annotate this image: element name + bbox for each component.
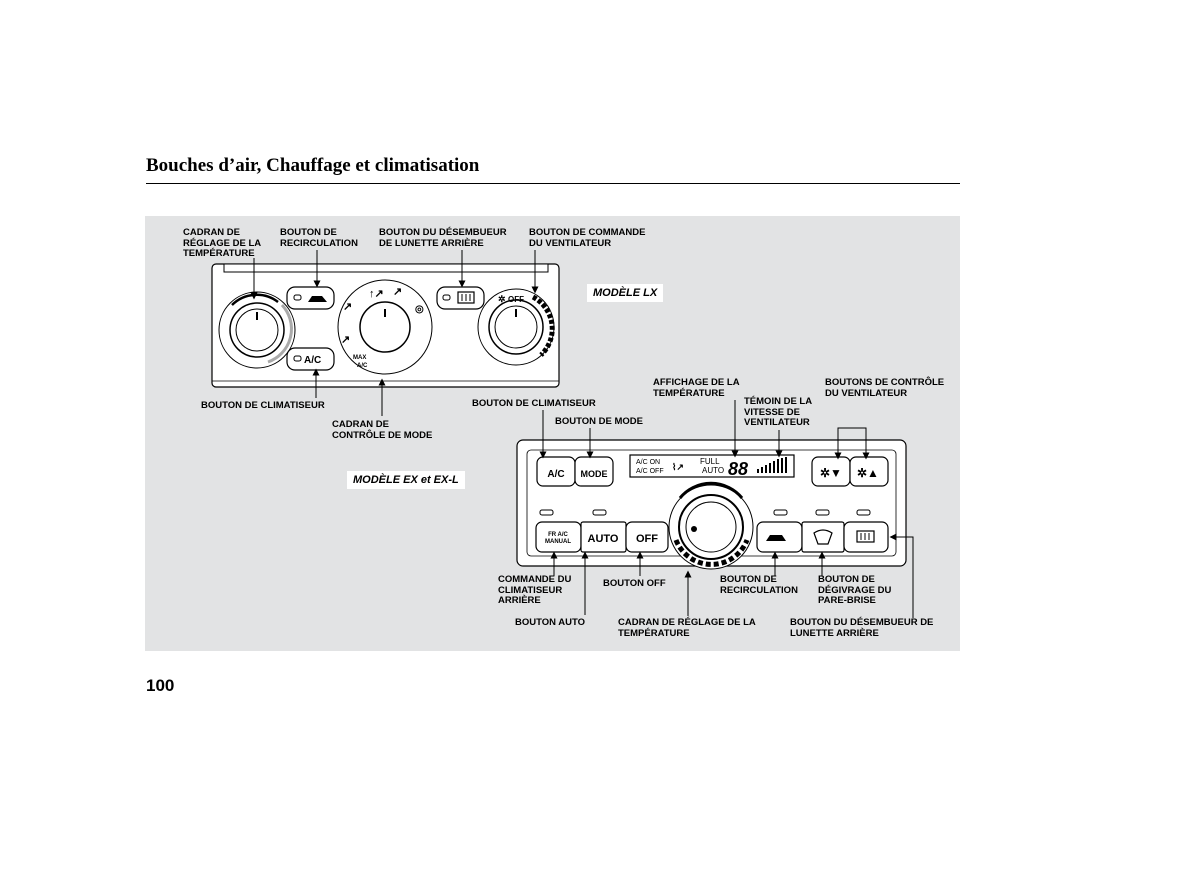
ex-display-mode-icon: ⌇↗: [672, 462, 684, 472]
ex-windshield-defrost-label: BOUTON DE DÉGIVRAGE DU PARE-BRISE: [818, 574, 892, 606]
ex-display-ac-off: A/C OFF: [636, 468, 664, 475]
svg-text:↗: ↗: [341, 334, 350, 346]
ex-off-button-label: OFF: [636, 533, 658, 545]
lx-mode-max-ac-label: A/C: [357, 363, 368, 369]
lx-mode-dial: ↑↗ ↗ ↗ ↗ ◎: [337, 279, 433, 375]
ex-display-digits: 88: [728, 459, 748, 479]
lx-recirculation-label: BOUTON DE RECIRCULATION: [280, 227, 358, 249]
lx-temperature-dial: [218, 291, 296, 369]
ex-rear-defrost-label: BOUTON DU DÉSEMBUEUR DE LUNETTE ARRIÈRE: [790, 617, 934, 639]
lx-rear-defrost-label: BOUTON DU DÉSEMBUEUR DE LUNETTE ARRIÈRE: [379, 227, 507, 249]
ex-rear-ac-line1: FR A/C: [548, 532, 568, 538]
lx-mode-max-label: MAX: [353, 355, 366, 361]
lx-ac-button-label: A/C: [304, 355, 321, 366]
lx-fan-off-label: OFF: [508, 295, 524, 304]
ex-windshield-defrost-button: [801, 521, 845, 553]
ex-mode-button: [574, 456, 614, 487]
lx-fan-control-label: BOUTON DE COMMANDE DU VENTILATEUR: [529, 227, 646, 249]
page-number: 100: [146, 676, 175, 695]
ex-mode-button-label: MODE: [581, 469, 608, 479]
svg-text:✲: ✲: [498, 294, 506, 304]
ex-off-label: BOUTON OFF: [603, 578, 666, 589]
lx-model-badge: MODÈLE LX: [587, 284, 664, 302]
svg-text:↑↗: ↑↗: [369, 288, 384, 300]
ex-fan-speed-indicator-label: TÉMOIN DE LA VITESSE DE VENTILATEUR: [744, 396, 813, 428]
lx-temperature-dial-label: CADRAN DE RÉGLAGE DE LA TEMPÉRATURE: [183, 227, 262, 259]
ex-ac-label: BOUTON DE CLIMATISEUR: [472, 398, 596, 409]
ex-temperature-display-label: AFFICHAGE DE LA TEMPÉRATURE: [653, 377, 740, 399]
ex-rear-defrost-button: [843, 521, 889, 553]
svg-text:↗: ↗: [393, 286, 402, 298]
ex-ac-button-label: A/C: [547, 469, 564, 480]
ex-fan-buttons-label: BOUTONS DE CONTRÔLE DU VENTILATEUR: [825, 377, 945, 399]
lx-mode-dial-label: CADRAN DE CONTRÔLE DE MODE: [332, 419, 433, 441]
ex-display-full: FULL: [700, 457, 720, 466]
ex-callout-lines: [539, 400, 914, 618]
ex-recirculation-label: BOUTON DE RECIRCULATION: [720, 574, 798, 596]
ex-display-ac-on: A/C ON: [636, 459, 660, 466]
ex-auto-button-label: AUTO: [588, 533, 619, 545]
ex-temperature-display: [629, 454, 795, 478]
lx-callout-lines: [250, 250, 539, 416]
ex-rear-ac-label: COMMANDE DU CLIMATISEUR ARRIÈRE: [498, 574, 572, 606]
ex-mode-label: BOUTON DE MODE: [555, 416, 643, 427]
ex-display-auto: AUTO: [702, 466, 724, 475]
ex-temperature-dial-label: CADRAN DE RÉGLAGE DE LA TEMPÉRATURE: [618, 617, 756, 639]
ex-control-panel: ✲▼ ✲▲: [516, 439, 907, 570]
ex-model-badge: MODÈLE EX et EX-L: [347, 471, 465, 489]
title-rule: [146, 183, 960, 184]
svg-text:↗: ↗: [343, 301, 352, 313]
lx-recirculation-button: [286, 286, 335, 310]
ex-off-button: [625, 521, 669, 553]
ex-rear-ac-line2: MANUAL: [545, 539, 571, 545]
lx-rear-defrost-button: [436, 286, 485, 310]
ex-temperature-dial: [668, 481, 754, 570]
svg-text:◎: ◎: [415, 304, 424, 315]
page-title: Bouches d’air, Chauffage et climatisatio…: [146, 155, 480, 176]
lx-ac-button: [286, 347, 335, 371]
svg-text:✲▲: ✲▲: [857, 466, 879, 480]
lx-control-panel: ↑↗ ↗ ↗ ↗ ◎ ✲: [211, 263, 560, 388]
ex-auto-label: BOUTON AUTO: [515, 617, 586, 628]
svg-text:✲▼: ✲▼: [820, 466, 842, 480]
lx-ac-label: BOUTON DE CLIMATISEUR: [201, 400, 325, 411]
lx-fan-dial: ✲: [477, 288, 555, 366]
